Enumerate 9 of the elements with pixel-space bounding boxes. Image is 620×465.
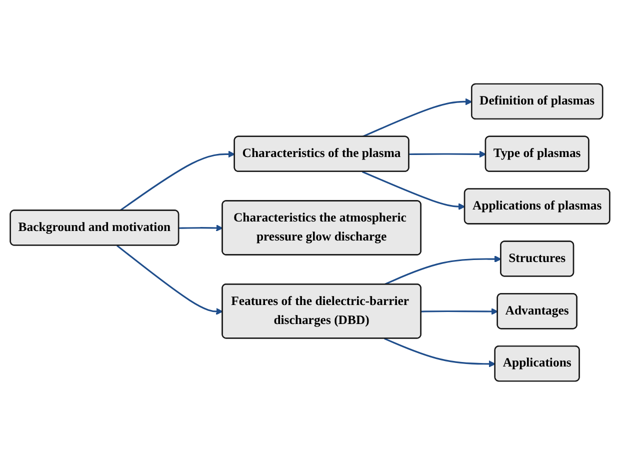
arrow xyxy=(362,98,472,138)
arrow xyxy=(362,171,466,210)
arrow xyxy=(116,244,223,315)
arrow xyxy=(421,308,498,315)
arrow xyxy=(409,150,486,158)
arrow xyxy=(384,256,502,286)
arrow xyxy=(119,150,236,212)
arrow xyxy=(384,338,496,368)
arrow xyxy=(178,224,223,232)
